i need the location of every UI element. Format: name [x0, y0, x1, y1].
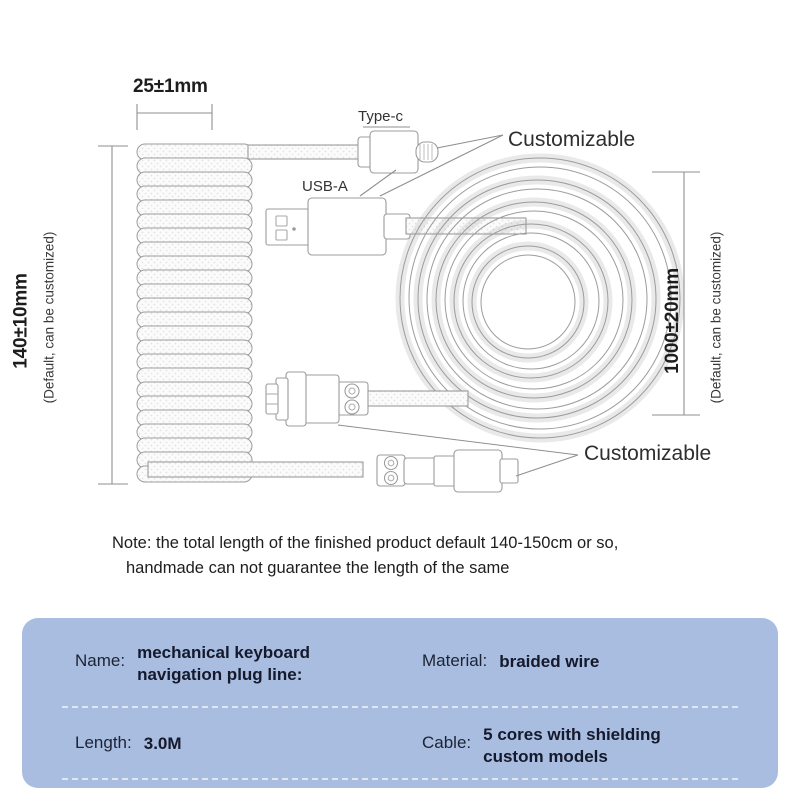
dimension-line-left [98, 145, 128, 485]
spec-divider [62, 778, 738, 780]
aviator-connector-male [376, 449, 519, 493]
spec-label-length: Length: [75, 733, 132, 752]
cable-diagram: 25±1mm 140±10mm (Default, can be customi… [10, 76, 724, 493]
dimension-line-top [136, 104, 213, 130]
dimension-note-left-height: (Default, can be customized) [41, 231, 57, 404]
callout-label-customizable-bottom: Customizable [584, 442, 712, 465]
callout-label-type-c: Type-c [358, 108, 404, 125]
callout-label-usb-a: USB-A [302, 178, 348, 195]
dimension-label-right-height: 1000±20mm [661, 268, 683, 374]
coiled-cable-section [136, 143, 253, 483]
spec-value-material: braided wire [499, 652, 600, 671]
spec-cell-material: Material: braided wire [422, 640, 778, 702]
aviator-connector-female [265, 371, 369, 427]
cable-diagram-svg [98, 104, 700, 493]
cable-spiral-loop [395, 153, 685, 443]
note-line-2: handmade can not guarantee the length of… [126, 559, 510, 577]
dimension-note-right-height: (Default, can be customized) [708, 231, 724, 404]
cable-lead-top [247, 144, 361, 160]
callout-label-customizable-top: Customizable [508, 128, 636, 151]
spec-row: Length: 3.0M Cable: 5 cores with shieldi… [22, 722, 778, 784]
note-line-1: Note: the total length of the finished p… [112, 534, 619, 552]
type-c-connector [357, 130, 439, 174]
spec-label-name: Name: [75, 651, 126, 670]
dimension-label-left-height: 140±10mm [10, 273, 32, 369]
dimension-label-top-width: 25±1mm [133, 76, 208, 97]
cable-lead-bottom [147, 390, 469, 478]
spec-label-material: Material: [422, 651, 488, 670]
spec-value-length: 3.0M [143, 734, 182, 753]
note-text: Note: the total length of the finished p… [112, 531, 732, 581]
spec-label-cable: Cable: [422, 733, 472, 752]
callout-leader-lines [337, 126, 579, 477]
usb-a-connector [265, 197, 527, 256]
dimension-line-right [652, 171, 700, 416]
spec-cell-length: Length: 3.0M [22, 722, 422, 784]
spec-divider [62, 706, 738, 708]
